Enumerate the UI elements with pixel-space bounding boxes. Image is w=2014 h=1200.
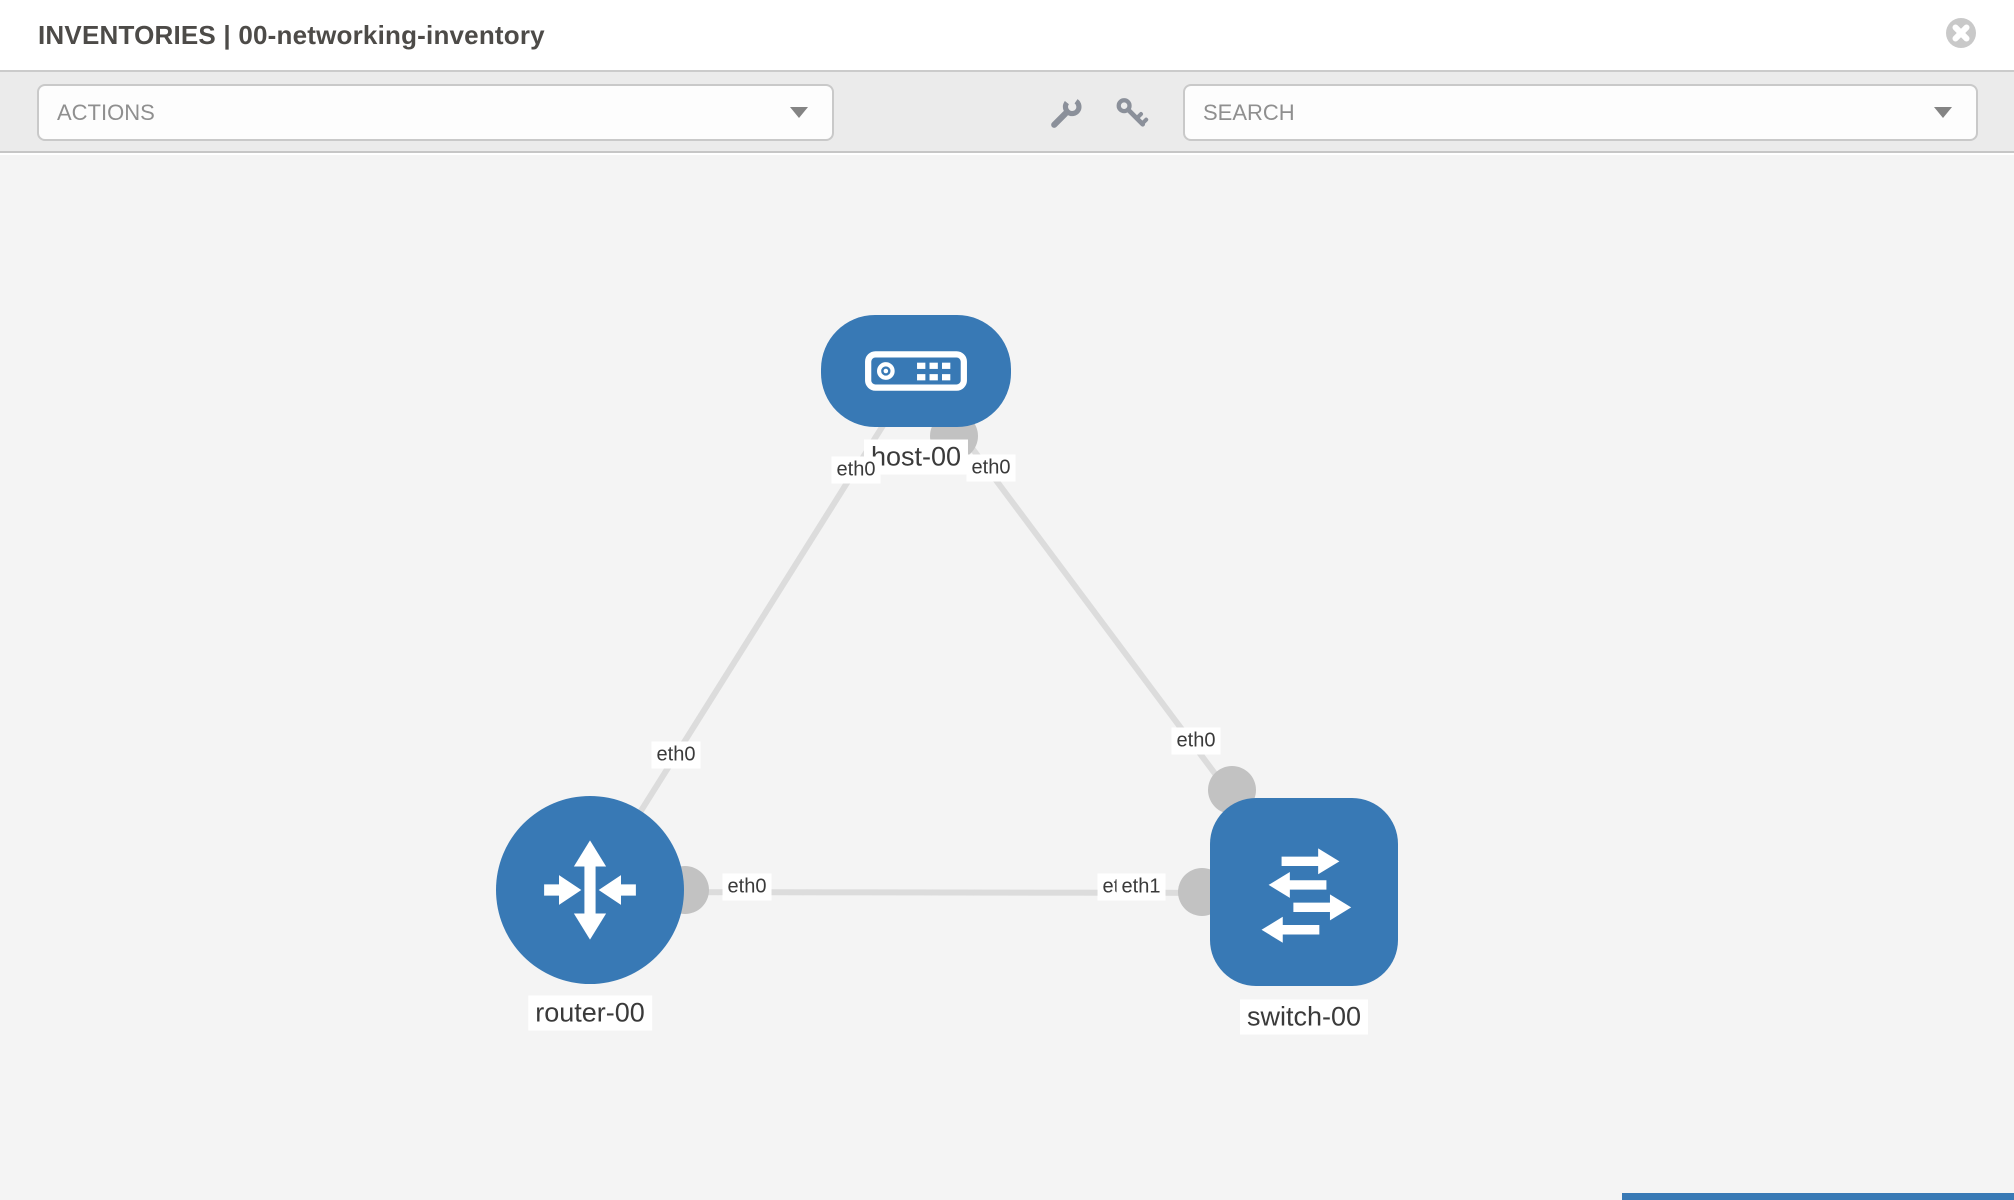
node-label-switch-00: switch-00 <box>1239 999 1369 1035</box>
wrench-icon <box>1051 97 1082 128</box>
search-dropdown[interactable]: SEARCH <box>1183 84 1978 141</box>
breadcrumb-name: 00-networking-inventory <box>238 20 545 50</box>
port-label-host-eth0-left: eth0 <box>831 456 881 484</box>
close-circle-icon <box>1946 18 1976 48</box>
port-label-router-eth0-top: eth0 <box>651 741 701 769</box>
switch-arrows-icon <box>1261 848 1352 943</box>
chevron-down-icon <box>1934 107 1952 118</box>
credentials-button[interactable] <box>1114 94 1150 132</box>
topology-links-layer <box>587 371 1307 916</box>
breadcrumb-separator: | <box>215 20 239 50</box>
port-label-switch-eth0-top: eth0 <box>1171 727 1221 755</box>
node-host-00[interactable] <box>821 315 1011 427</box>
zoom-panel-accent-bar <box>1622 1193 2014 1200</box>
configure-button[interactable] <box>1048 94 1084 132</box>
actions-dropdown-label: ACTIONS <box>57 100 155 125</box>
toolbar: ACTIONS SEARCH <box>0 72 2014 153</box>
chevron-down-icon <box>790 107 808 118</box>
port-label-switch-eth1-mid: eth1 <box>1116 873 1166 901</box>
topology-canvas[interactable]: host-00 router-00 switch-00 eth0 eth0 et… <box>0 155 2014 1200</box>
actions-dropdown[interactable]: ACTIONS <box>37 84 834 141</box>
server-icon <box>865 351 967 391</box>
header-bar: INVENTORIES | 00-networking-inventory <box>0 0 2014 72</box>
close-button[interactable] <box>1945 17 1977 49</box>
node-label-host-00: host-00 <box>863 439 969 475</box>
breadcrumb-section: INVENTORIES <box>38 20 216 50</box>
port-label-router-eth0-mid: eth0 <box>722 873 772 901</box>
node-switch-00[interactable] <box>1210 798 1398 986</box>
router-arrows-icon <box>544 840 636 940</box>
search-dropdown-label: SEARCH <box>1203 100 1295 125</box>
node-router-00[interactable] <box>496 796 684 984</box>
node-label-router-00: router-00 <box>528 995 652 1031</box>
page-title: INVENTORIES | 00-networking-inventory <box>38 0 545 70</box>
port-label-host-eth0-right: eth0 <box>966 454 1016 482</box>
key-icon <box>1116 98 1149 127</box>
